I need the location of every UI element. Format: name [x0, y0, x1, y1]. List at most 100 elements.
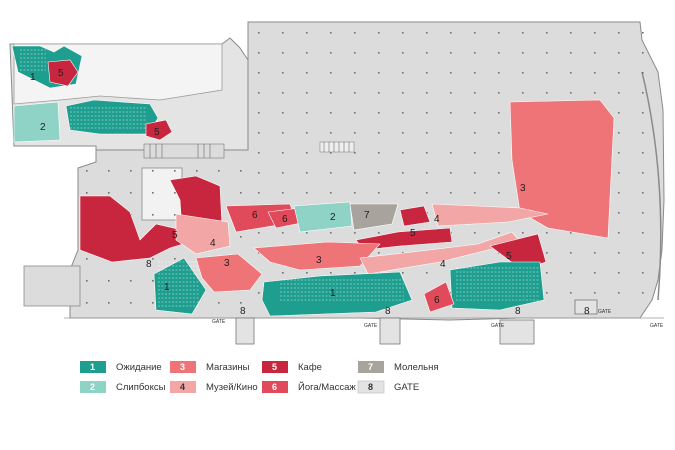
legend-label: Музей/Кино: [206, 382, 258, 393]
column-dot: [258, 152, 260, 154]
zone-label: 2: [40, 122, 46, 133]
column-dot: [426, 132, 428, 134]
column-dot: [594, 72, 596, 74]
zone-cafe-5b: [145, 119, 173, 141]
legend-item-shops: 3 Магазины: [170, 361, 250, 373]
column-dot: [240, 236, 242, 238]
column-dot: [426, 192, 428, 194]
column-dot: [546, 232, 548, 234]
column-dot: [474, 232, 476, 234]
column-dot: [378, 72, 380, 74]
zone-label: 8: [240, 306, 246, 317]
column-dot: [306, 112, 308, 114]
column-dot: [546, 292, 548, 294]
legend-item-cafe: 5 Кафе: [262, 361, 322, 373]
column-dot: [498, 192, 500, 194]
gate-label: GATE: [650, 323, 664, 329]
column-dot: [282, 112, 284, 114]
column-dot: [354, 92, 356, 94]
column-dot: [282, 132, 284, 134]
legend-num: 4: [180, 382, 185, 392]
column-dot: [282, 72, 284, 74]
column-dot: [402, 192, 404, 194]
column-dot: [546, 72, 548, 74]
column-dot: [618, 232, 620, 234]
column-dot: [378, 132, 380, 134]
column-dot: [474, 72, 476, 74]
zone-label: 8: [515, 306, 521, 317]
legend-item-waiting: 1 Ожидание: [80, 361, 162, 373]
column-dot: [402, 272, 404, 274]
column-dot: [498, 52, 500, 54]
column-dot: [218, 170, 220, 172]
column-dot: [642, 212, 644, 214]
column-dot: [570, 52, 572, 54]
column-dot: [594, 32, 596, 34]
column-dot: [330, 112, 332, 114]
column-dot: [402, 172, 404, 174]
column-dot: [426, 52, 428, 54]
column-dot: [86, 192, 88, 194]
column-dot: [450, 132, 452, 134]
legend-num: 8: [368, 382, 373, 392]
column-dot: [330, 92, 332, 94]
column-dot: [642, 252, 644, 254]
column-dot: [330, 72, 332, 74]
column-dot: [258, 132, 260, 134]
legend-label: Ожидание: [116, 362, 162, 373]
column-dot: [522, 72, 524, 74]
column-dot: [450, 292, 452, 294]
column-dot: [282, 232, 284, 234]
zone-yoga-6c: [423, 281, 455, 313]
legend-label: Йога/Массаж: [298, 381, 356, 393]
column-dot: [618, 152, 620, 154]
column-dot: [218, 302, 220, 304]
column-dot: [618, 172, 620, 174]
legend-num: 2: [90, 382, 95, 392]
column-dot: [402, 52, 404, 54]
column-dot: [306, 172, 308, 174]
zone-label: 5: [506, 251, 512, 262]
column-dot: [378, 192, 380, 194]
column-dot: [354, 72, 356, 74]
legend-num: 5: [272, 362, 277, 372]
column-dot: [258, 192, 260, 194]
column-dot: [152, 302, 154, 304]
gate-bridge-1: [235, 317, 255, 345]
gate-labels: GATE GATE GATE GATE GATE: [212, 309, 664, 329]
zone-label: 5: [410, 228, 416, 239]
column-dot: [618, 52, 620, 54]
legend-label: Молельня: [394, 362, 439, 373]
zone-label: 7: [364, 210, 370, 221]
zone-museum-4b: [431, 203, 549, 227]
column-dot: [354, 272, 356, 274]
column-dot: [86, 258, 88, 260]
column-dot: [546, 52, 548, 54]
column-dot: [522, 32, 524, 34]
zone-label: 4: [440, 259, 446, 270]
column-dot: [618, 92, 620, 94]
column-dot: [594, 252, 596, 254]
column-dot: [378, 52, 380, 54]
column-dot: [378, 172, 380, 174]
column-dot: [426, 32, 428, 34]
column-dot: [258, 72, 260, 74]
column-dot: [354, 52, 356, 54]
zone-shops-3-large: [509, 99, 615, 239]
legend-num: 6: [272, 382, 277, 392]
column-dot: [498, 152, 500, 154]
legend-label: Кафе: [298, 362, 322, 373]
zone-prayer-7: [349, 203, 399, 231]
column-dot: [402, 152, 404, 154]
zone-label: 8: [146, 259, 152, 270]
zone-label: 5: [58, 68, 64, 79]
column-dot: [282, 92, 284, 94]
column-dot: [378, 252, 380, 254]
column-dot: [450, 152, 452, 154]
column-dot: [546, 252, 548, 254]
right-facade: [641, 71, 662, 301]
column-dot: [306, 72, 308, 74]
column-dot: [618, 192, 620, 194]
column-dot: [152, 258, 154, 260]
column-dot: [330, 132, 332, 134]
